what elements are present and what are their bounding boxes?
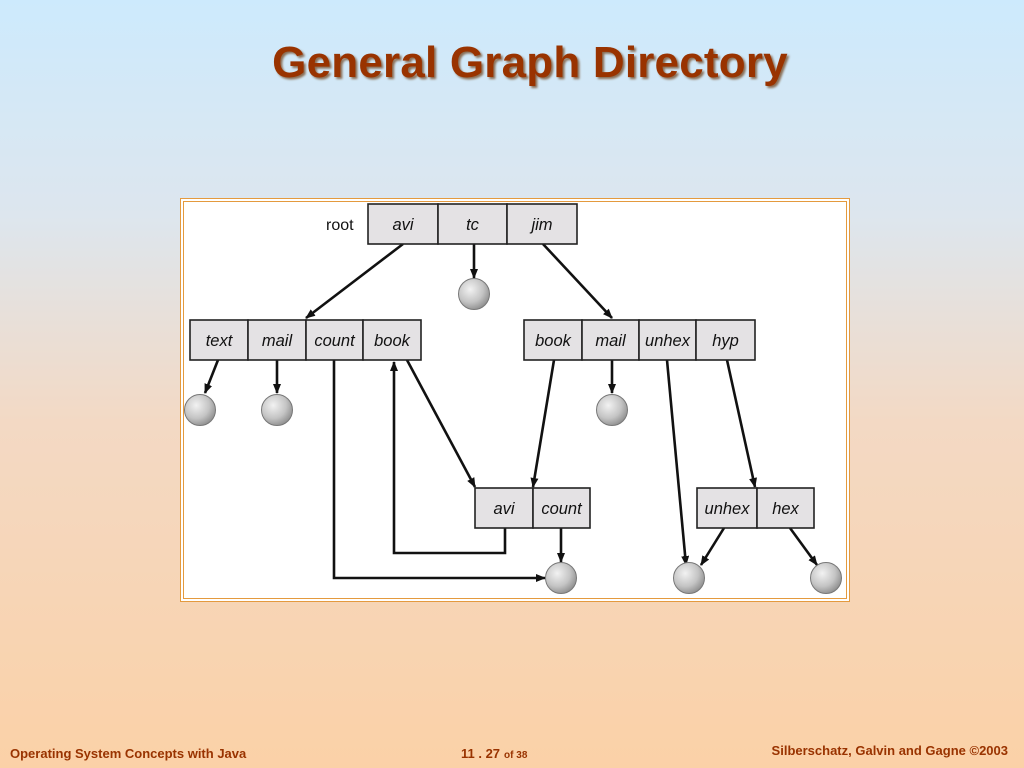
directory-root: avi tc jim — [367, 203, 578, 245]
directory-entry: jim — [506, 203, 578, 245]
directory-entry: hyp — [695, 319, 756, 361]
entry-label: mail — [595, 332, 627, 350]
directory-entry: book — [362, 319, 422, 361]
edge-hyp-to-dir — [725, 359, 757, 488]
page-total: of 38 — [504, 750, 528, 761]
slide-title: General Graph Directory — [272, 38, 788, 87]
directory-entry: avi — [367, 203, 439, 245]
file-node — [261, 394, 293, 426]
directory-entry: avi — [474, 487, 534, 529]
directory-entry: text — [189, 319, 249, 361]
edge-book2-to-shared — [530, 359, 556, 488]
edge-text-to-file — [203, 359, 220, 394]
edge-hex-to-file — [788, 527, 819, 566]
directory-entry: count — [305, 319, 364, 361]
directory-entry: mail — [247, 319, 307, 361]
directory-entry: count — [532, 487, 591, 529]
entry-label: avi — [493, 500, 515, 518]
entry-label: avi — [392, 216, 414, 234]
edge-shared-avi-back — [390, 361, 507, 555]
directory-hyp-dir: unhex hex — [696, 487, 815, 529]
directory-entry: mail — [581, 319, 640, 361]
entry-label: unhex — [705, 500, 751, 518]
directory-graph-diagram: avi tc jim text mail count book book mail unhex hy… — [184, 203, 842, 594]
directory-avi-dir: text mail count book — [189, 319, 422, 361]
edge-count-to-file — [332, 360, 546, 582]
entry-label: count — [541, 500, 583, 518]
edge-avi-to-dir — [305, 242, 404, 320]
edge-unhex-to-file — [665, 359, 690, 566]
file-node — [673, 562, 705, 594]
edge-jim-to-dir — [542, 243, 613, 319]
entry-label: unhex — [645, 332, 691, 350]
entry-label: count — [314, 332, 356, 350]
footer-course-title: Operating System Concepts with Java — [10, 746, 247, 761]
edge-book-to-shared — [405, 359, 477, 488]
directory-entry: hex — [756, 487, 815, 529]
entry-label: book — [374, 332, 411, 350]
entry-label: tc — [466, 216, 480, 234]
entry-label: mail — [262, 332, 294, 350]
directory-graph-figure: avi tc jim text mail count book book mail unhex hy… — [180, 198, 850, 602]
entry-label: text — [206, 332, 234, 350]
directory-jim-dir: book mail unhex hyp — [523, 319, 756, 361]
file-node — [545, 562, 577, 594]
directory-entry: book — [523, 319, 583, 361]
page-current: 11 . 27 — [461, 746, 501, 761]
directory-entry: tc — [437, 203, 508, 245]
file-nodes — [184, 278, 842, 594]
file-node — [458, 278, 490, 310]
file-node — [184, 394, 216, 426]
entry-label: hyp — [712, 332, 739, 350]
graph-edges — [203, 242, 819, 582]
entry-label: book — [535, 332, 572, 350]
directory-entry: unhex — [638, 319, 697, 361]
entry-label: hex — [772, 500, 799, 518]
directory-nodes: avi tc jim text mail count book book mail unhex hy… — [189, 203, 815, 529]
footer-authors: Silberschatz, Galvin and Gagne ©2003 — [771, 743, 1008, 758]
file-node — [596, 394, 628, 426]
edge-unhex2-to-file — [699, 527, 726, 566]
root-label: root — [326, 217, 354, 234]
file-node — [810, 562, 842, 594]
entry-label: jim — [529, 216, 552, 234]
directory-shared-dir: avi count — [474, 487, 591, 529]
directory-entry: unhex — [696, 487, 758, 529]
